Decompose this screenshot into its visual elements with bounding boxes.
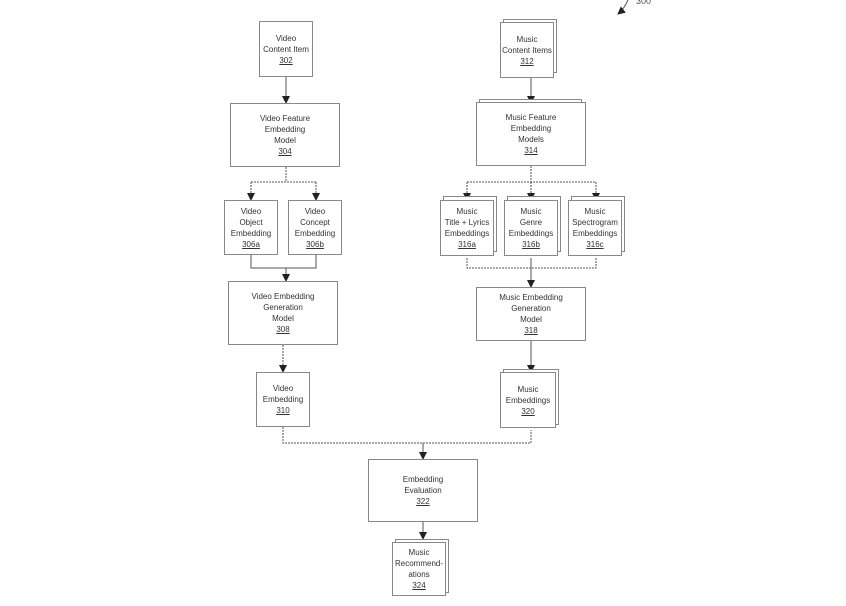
- figure-ref-pointer: [617, 0, 629, 15]
- node-label-line: Music: [584, 207, 606, 216]
- node-label-line: Recommend-: [394, 559, 443, 568]
- node-reference-number: 306a: [242, 239, 260, 249]
- node-reference-number: 304: [278, 147, 292, 156]
- node-label-line: Evaluation: [404, 486, 442, 495]
- node-label-line: Music: [517, 384, 539, 394]
- node-label-line: Embeddings: [508, 229, 554, 238]
- node-label-line: Video: [272, 384, 294, 393]
- node-label-line: Video: [240, 206, 262, 216]
- node-label-line: Music: [520, 207, 542, 216]
- node-reference-number: 302: [279, 55, 293, 65]
- node-label-line: Embedding: [294, 228, 336, 238]
- node-reference-number: 308: [276, 325, 290, 334]
- node-label-line: Model: [272, 314, 294, 323]
- node-label-line: Video Feature: [259, 114, 311, 123]
- node-label-line: Embedding: [510, 124, 552, 133]
- merge-316: [466, 258, 597, 269]
- node-label-line: ations: [408, 570, 430, 579]
- split-304: [251, 167, 316, 183]
- node-reference-number: 310: [276, 406, 290, 415]
- node-reference-number: 324: [412, 581, 426, 590]
- node-label-line: Model: [520, 315, 542, 324]
- split-314: [467, 166, 596, 183]
- node-reference-number: 318: [524, 326, 538, 335]
- node-label-line: Embeddings: [505, 395, 551, 405]
- node-reference-number: 316a: [458, 240, 476, 249]
- node-label-line: Music: [408, 548, 430, 557]
- node-reference-number: 316c: [586, 240, 604, 249]
- node-label-line: Video Embedding: [251, 292, 315, 301]
- node-label-line: Music: [456, 207, 478, 216]
- node-label-line: Music Embedding: [499, 293, 563, 302]
- merge-306: [250, 255, 317, 281]
- node-reference-number: 314: [524, 146, 538, 155]
- node-label-line: Spectrogram: [572, 218, 618, 227]
- node-label-line: Models: [518, 135, 544, 144]
- node-label-line: Video: [304, 206, 326, 216]
- merge-to-322: [282, 427, 532, 444]
- node-label-line: Concept: [300, 217, 330, 227]
- node-label-line: Content Item: [263, 44, 309, 54]
- node-reference-number: 306b: [306, 239, 324, 249]
- node-label-line: Embeddings: [572, 229, 618, 238]
- node-label-line: Object: [239, 217, 263, 227]
- node-reference-number: 322: [416, 497, 430, 506]
- node-label-line: Embedding: [262, 395, 304, 404]
- figure-reference: 300: [636, 0, 652, 6]
- node-reference-number: 320: [521, 406, 535, 416]
- node-label-line: Generation: [263, 303, 303, 312]
- node-reference-number: 312: [520, 56, 534, 66]
- node-reference-number: 316b: [522, 240, 540, 249]
- node-label-line: Generation: [511, 304, 551, 313]
- node-label-line: Music: [516, 34, 538, 44]
- node-label-line: Embedding: [230, 228, 272, 238]
- node-label-line: Video: [275, 33, 297, 43]
- node-label-line: Title + Lyrics: [444, 218, 490, 227]
- node-label-line: Genre: [519, 218, 543, 227]
- node-label-line: Music Feature: [505, 113, 557, 122]
- node-label-line: Model: [274, 136, 296, 145]
- node-label-line: Embedding: [264, 125, 306, 134]
- node-label-line: Embedding: [402, 475, 444, 484]
- node-label-line: Embeddings: [444, 229, 490, 238]
- node-label-line: Content Items: [502, 45, 552, 55]
